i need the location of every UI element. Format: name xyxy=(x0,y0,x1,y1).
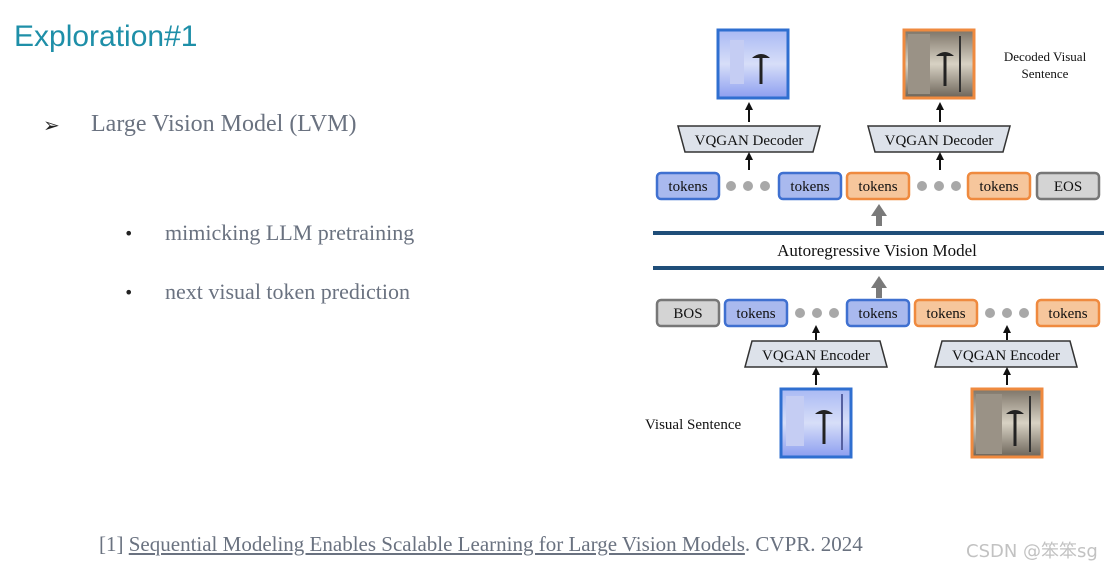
bos-label: BOS xyxy=(673,306,702,322)
encoder-label: VQGAN Encoder xyxy=(952,348,1060,364)
token-orange xyxy=(1035,298,1101,328)
token-label: tokens xyxy=(790,179,829,195)
token-blue xyxy=(655,171,721,201)
arrow-bullet-icon: ➢ xyxy=(43,113,60,137)
arrow-up-icon xyxy=(871,276,887,298)
token-label: tokens xyxy=(736,306,775,322)
vqgan-encoder-2: VQGAN Encoder xyxy=(934,340,1078,368)
slide-title: Exploration#1 xyxy=(14,20,198,53)
bullet-lvm: Large Vision Model (LVM) xyxy=(91,111,357,137)
ellipsis-dot xyxy=(1019,308,1029,318)
output-token-row: tokens tokens tokens tokens EOS xyxy=(655,171,1101,201)
reference: [1] Sequential Modeling Enables Scalable… xyxy=(99,532,863,557)
eos-label: EOS xyxy=(1054,179,1082,195)
token-label: tokens xyxy=(858,306,897,322)
token-blue xyxy=(723,298,789,328)
dot-bullet-icon: • xyxy=(124,224,134,243)
token-bos xyxy=(655,298,721,328)
token-label: tokens xyxy=(979,179,1018,195)
token-label: tokens xyxy=(858,179,897,195)
token-orange xyxy=(845,171,911,201)
token-label: tokens xyxy=(1048,306,1087,322)
ellipsis-dot xyxy=(917,181,927,191)
token-label: tokens xyxy=(668,179,707,195)
token-label: tokens xyxy=(926,306,965,322)
ellipsis-dot xyxy=(1002,308,1012,318)
token-blue xyxy=(777,171,843,201)
ellipsis-dot xyxy=(829,308,839,318)
ellipsis-dot xyxy=(985,308,995,318)
dot-bullet-icon: • xyxy=(124,283,134,302)
decoder-label: VQGAN Decoder xyxy=(695,133,804,149)
ellipsis-dot xyxy=(743,181,753,191)
autoregressive-model: Autoregressive Vision Model xyxy=(653,231,1104,270)
vqgan-decoder-1: VQGAN Decoder xyxy=(677,125,821,153)
visual-sentence-label: Visual Sentence xyxy=(645,417,741,433)
token-eos xyxy=(1035,171,1101,201)
vqgan-encoder-1: VQGAN Encoder xyxy=(744,340,888,368)
ellipsis-dot xyxy=(726,181,736,191)
decoded-label-line1: Decoded Visual xyxy=(1004,49,1087,64)
vqgan-decoder-2: VQGAN Decoder xyxy=(867,125,1011,153)
reference-link[interactable]: Sequential Modeling Enables Scalable Lea… xyxy=(128,532,745,556)
ellipsis-dot xyxy=(951,181,961,191)
token-orange xyxy=(966,171,1032,201)
decoded-label-line2: Sentence xyxy=(1022,66,1069,81)
sub-bullet-1: mimicking LLM pretraining xyxy=(165,220,415,245)
token-orange xyxy=(913,298,979,328)
reference-prefix: [1] xyxy=(99,532,129,556)
ellipsis-dot xyxy=(812,308,822,318)
ellipsis-dot xyxy=(795,308,805,318)
decoded-image-sepia xyxy=(902,28,976,100)
input-image-sepia xyxy=(970,387,1044,459)
watermark: CSDN @笨笨sg xyxy=(966,541,1098,562)
decoded-image-blue xyxy=(716,28,790,100)
ellipsis-dot xyxy=(934,181,944,191)
token-blue xyxy=(845,298,911,328)
reference-suffix: . CVPR. 2024 xyxy=(744,532,863,556)
input-image-blue xyxy=(779,387,853,459)
decoder-label: VQGAN Decoder xyxy=(885,133,994,149)
sub-bullet-2: next visual token prediction xyxy=(165,279,410,304)
ellipsis-dot xyxy=(760,181,770,191)
arrow-up-icon xyxy=(871,204,887,226)
model-label: Autoregressive Vision Model xyxy=(777,241,977,260)
input-token-row: BOS tokens tokens tokens tokens xyxy=(655,298,1101,328)
encoder-label: VQGAN Encoder xyxy=(762,348,870,364)
